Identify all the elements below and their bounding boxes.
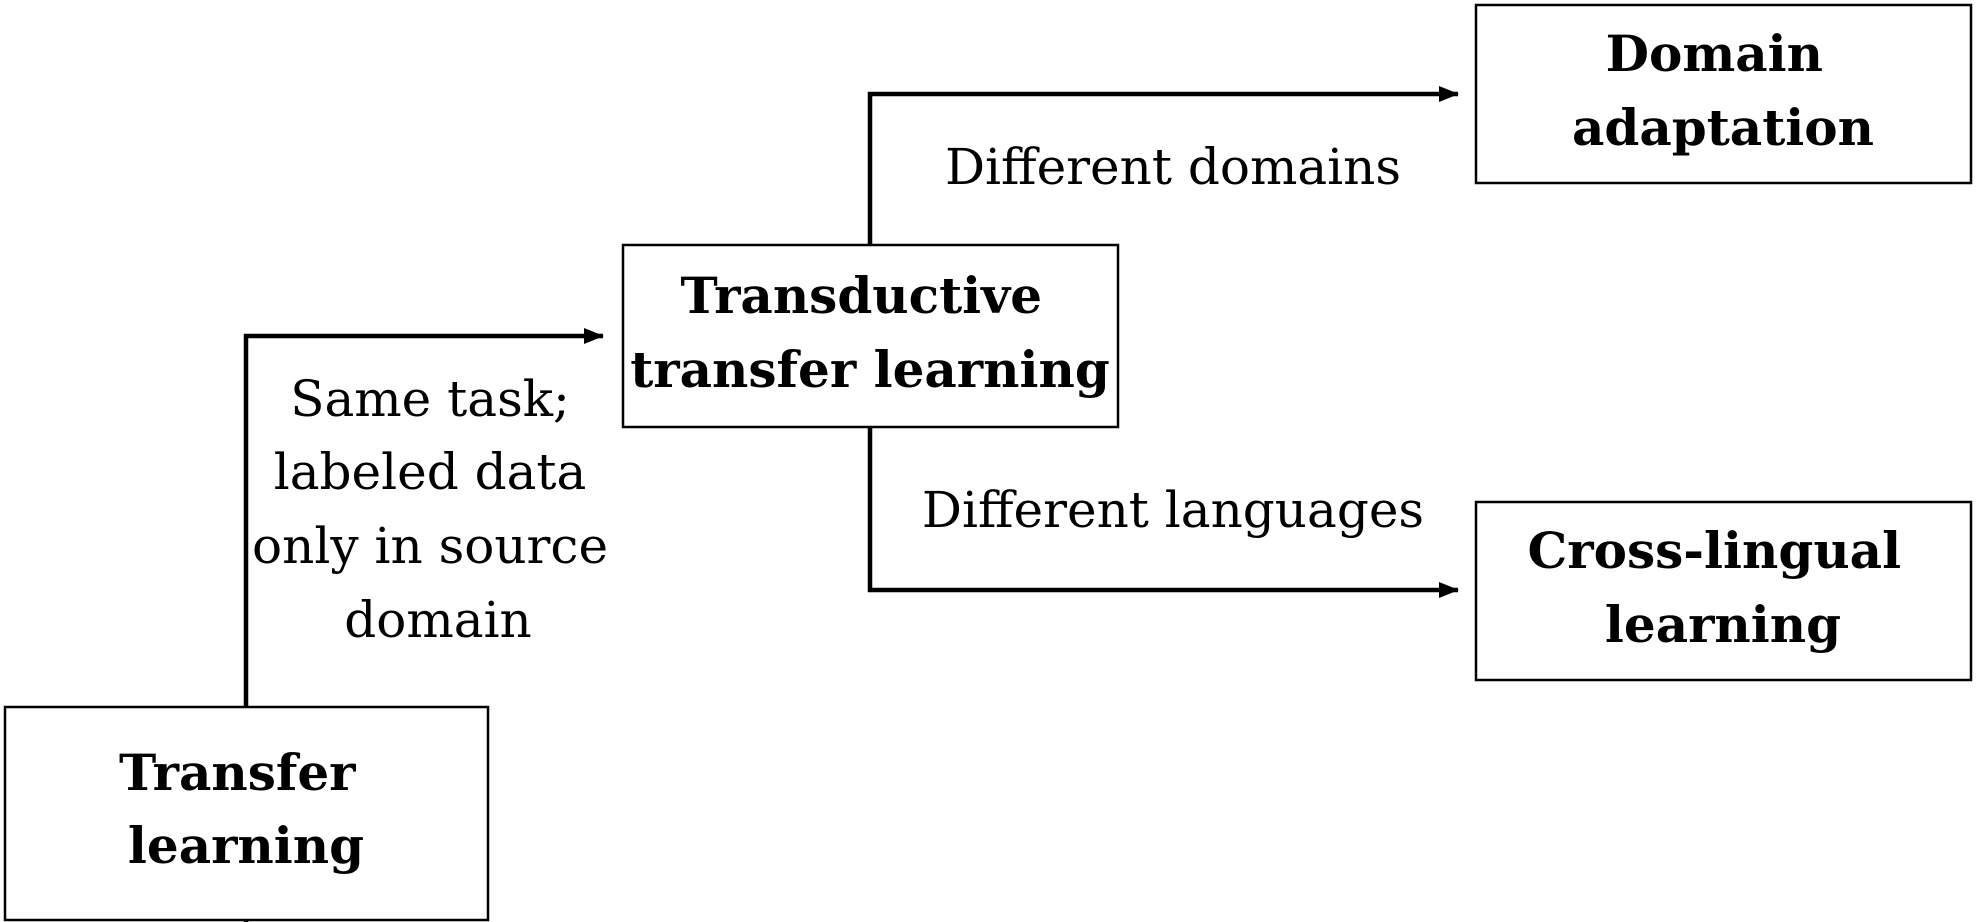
node-transfer-learning: Transfer learning (3, 705, 490, 922)
edge-transductive-to-domain-adaptation: Different domains (867, 86, 1459, 245)
edge-label-line: Different languages (922, 481, 1424, 539)
node-box (621, 243, 1120, 429)
edge-transfer-to-transductive: Same task; labeled data only in source d… (243, 328, 624, 922)
node-transductive-transfer-learning: Transductive transfer learning (621, 243, 1120, 429)
node-label-line: Transductive (681, 266, 1043, 325)
node-cross-lingual-learning: Cross-lingual learning (1474, 500, 1973, 682)
edge-transductive-to-cross-lingual: Different languages (867, 427, 1459, 598)
node-label-line: Cross-lingual (1527, 521, 1901, 580)
node-label-line: Transfer (119, 743, 356, 802)
node-label-transductive-transfer-learning: Transductive transfer learning (630, 266, 1110, 399)
node-label-line: adaptation (1572, 98, 1874, 157)
edge-label-line: Same task; (290, 370, 570, 428)
edge-label-transductive-to-domain: Different domains (945, 138, 1401, 196)
node-box (3, 705, 490, 922)
connector-arrow (867, 427, 1459, 598)
node-label-transfer-learning: Transfer learning (119, 743, 373, 875)
node-box (1474, 3, 1973, 185)
node-box (1474, 500, 1973, 682)
node-label-line: Domain (1606, 24, 1823, 83)
edge-label-line: labeled data (274, 443, 587, 501)
connector-arrow (867, 86, 1459, 245)
edge-label-transductive-to-crosslingual: Different languages (922, 481, 1424, 539)
node-label-cross-lingual-learning: Cross-lingual learning (1527, 521, 1918, 654)
edge-label-line: domain (344, 591, 532, 649)
node-domain-adaptation: Domain adaptation (1474, 3, 1973, 185)
edge-label-transfer-to-transductive: Same task; labeled data only in source d… (252, 370, 624, 649)
node-label-line: learning (128, 816, 364, 875)
edge-label-line: only in source (252, 517, 608, 575)
node-label-line: learning (1605, 595, 1841, 654)
node-label-line: transfer learning (630, 340, 1110, 399)
node-label-domain-adaptation: Domain adaptation (1572, 24, 1874, 157)
edge-label-line: Different domains (945, 138, 1401, 196)
